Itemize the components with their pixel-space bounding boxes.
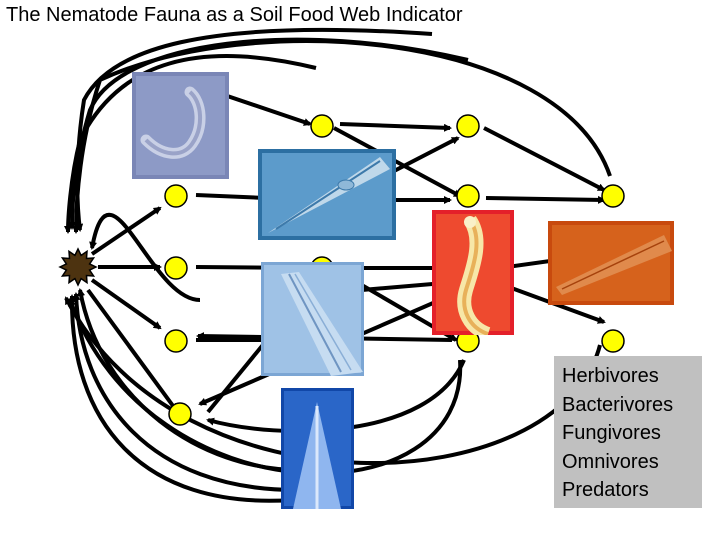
arrow-1 [64,54,317,234]
trophic-legend: Herbivores Bacterivores Fungivores Omniv… [554,356,702,508]
legend-item-fungivores: Fungivores [562,422,661,445]
nematode-photo-4 [281,388,354,509]
nematode-photo-1 [132,72,229,179]
arrow-5 [89,213,201,302]
arrow-30 [72,292,297,492]
trophic-node-7 [164,256,188,280]
trophic-node-5 [456,184,480,208]
arrow-3 [72,39,612,234]
arrow-9 [86,288,178,412]
trophic-node-1 [310,114,334,138]
page-title: The Nematode Fauna as a Soil Food Web In… [6,4,463,26]
trophic-node-6 [601,184,625,208]
trophic-node-3 [164,184,188,208]
arrow-8 [90,278,162,330]
arrow-31 [67,294,293,503]
nematode-photo-5 [432,210,514,335]
legend-item-bacterivores: Bacterivores [562,393,674,416]
trophic-node-2 [456,114,480,138]
trophic-node-15 [168,402,192,426]
legend-item-predators: Predators [562,479,649,502]
nematode-photo-3 [261,262,364,376]
arrow-23 [485,195,606,204]
legend-item-herbivores: Herbivores [562,365,659,387]
trophic-node-14 [601,329,625,353]
legend-item-omnivores: Omnivores [562,450,659,473]
arrow-6 [90,206,162,256]
nematode-photo-6 [548,221,674,305]
resource-source-node [58,247,98,287]
arrow-20 [333,126,462,198]
arrow-15 [339,122,452,132]
arrow-22 [483,126,606,192]
arrow-4 [75,27,433,232]
trophic-node-11 [164,329,188,353]
nematode-photo-2 [258,149,396,240]
